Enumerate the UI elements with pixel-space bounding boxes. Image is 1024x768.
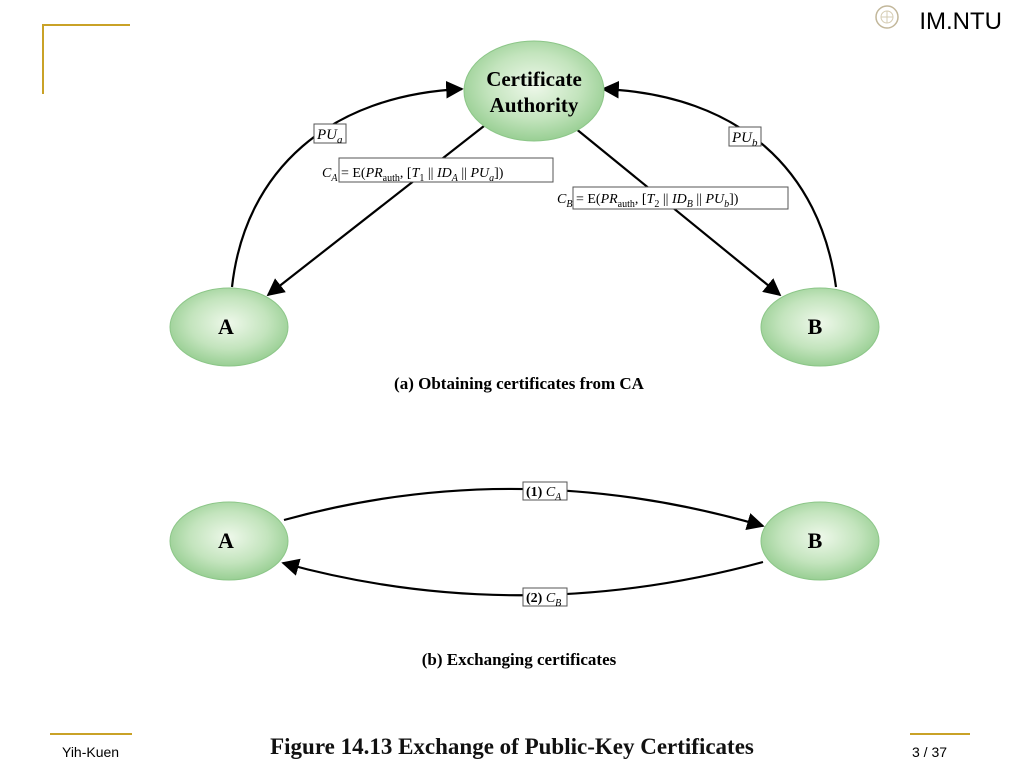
ca-node: Certificate Authority — [463, 40, 605, 142]
svg-text:PUa: PUa — [316, 127, 343, 146]
brand-label: IM.NTU — [919, 8, 1002, 35]
corner-accent-vertical — [42, 24, 44, 94]
arrow-a-to-b — [283, 487, 765, 531]
exchange-node-a-label: A — [218, 528, 234, 553]
university-seal-icon — [875, 5, 899, 29]
svg-text:(1) CA: (1) CA — [526, 485, 562, 503]
footer-divider-left — [50, 733, 132, 735]
footer-divider-right — [910, 733, 970, 735]
ca-label-line1: Certificate — [486, 67, 582, 91]
svg-text:(2) CB: (2) CB — [526, 591, 561, 609]
node-b: B — [760, 287, 880, 367]
page-number: 3 / 37 — [912, 744, 948, 760]
node-b-label: B — [808, 314, 823, 339]
node-a-label: A — [218, 314, 234, 339]
exchange-node-b-label: B — [808, 528, 823, 553]
certificate-a-formula: CA = E(PRauth, [T1 || IDA || PUa]) — [322, 157, 554, 184]
arrow-b-to-a — [281, 558, 764, 597]
svg-text:PUb: PUb — [731, 130, 758, 149]
node-a: A — [169, 287, 289, 367]
panel-a-caption: (a) Obtaining certificates from CA — [394, 374, 645, 393]
panel-b-caption: (b) Exchanging certificates — [422, 650, 617, 669]
arrow-b-to-ca — [601, 80, 838, 288]
exchange-node-b: B — [760, 501, 880, 581]
ca-label-line2: Authority — [490, 93, 579, 117]
step1-label: (1) CA — [522, 481, 568, 503]
corner-accent-horizontal — [42, 24, 130, 26]
panel-a: Certificate Authority A B PUa PUb CA = E… — [169, 40, 880, 393]
arrow-a-to-ca — [230, 80, 464, 288]
figure-caption: Figure 14.13 Exchange of Public-Key Cert… — [270, 734, 754, 759]
arrow-ca-to-b — [574, 127, 782, 297]
step2-label: (2) CB — [522, 587, 568, 609]
exchange-node-a: A — [169, 501, 289, 581]
pub-label: PUb — [728, 126, 762, 149]
certificate-b-formula: CB = E(PRauth, [T2 || IDB || PUb]) — [557, 186, 789, 210]
footer-author: Yih-Kuen — [62, 744, 120, 760]
svg-text:CA = E(PRauth, [T1 || IDA || P: CA = E(PRauth, [T1 || IDA || PUa]) — [322, 166, 504, 184]
arrow-ca-to-a — [266, 125, 485, 297]
pua-label: PUa — [313, 123, 347, 146]
svg-text:CB = E(PRauth, [T2 || IDB || P: CB = E(PRauth, [T2 || IDB || PUb]) — [557, 192, 739, 210]
panel-b: A B (1) CA (2) CB (b) Exchanging certifi… — [169, 481, 880, 669]
